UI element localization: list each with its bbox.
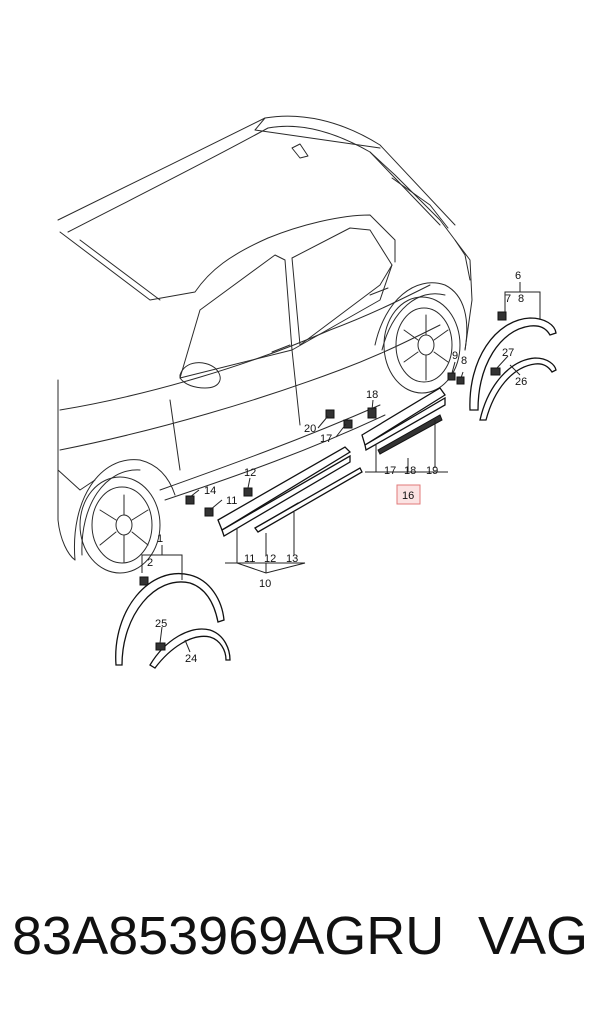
callout-13: 13	[286, 553, 298, 565]
callout-20: 20	[304, 423, 316, 435]
rear-wheel	[383, 296, 461, 394]
callout-16: 16	[402, 490, 414, 502]
car-body	[57, 115, 473, 561]
rear-door-moulding	[361, 387, 446, 455]
callout-11: 11	[244, 553, 255, 565]
callout-12-clip: 12	[244, 467, 256, 479]
front-wheel	[79, 476, 161, 574]
clip-25	[155, 642, 166, 651]
callout-14: 14	[204, 485, 216, 497]
callout-18-clip: 18	[366, 389, 378, 401]
callout-10: 10	[259, 578, 271, 590]
clip-14	[185, 495, 195, 505]
leader-lines	[141, 282, 541, 653]
callout-8: 8	[518, 293, 524, 305]
callout-24: 24	[185, 653, 197, 665]
callout-1: 1	[157, 533, 163, 545]
callout-17-clip: 17	[320, 433, 332, 445]
callout-11-clip: 11	[226, 495, 237, 507]
callout-27: 27	[502, 347, 514, 359]
callout-8-clip: 8	[461, 355, 467, 367]
callout-2: 2	[147, 557, 153, 569]
callout-17: 17	[384, 465, 396, 477]
callout-12: 12	[264, 553, 276, 565]
footer: 83A853969AGRU VAG	[0, 905, 600, 975]
part-number: 83A853969AGRU	[12, 906, 445, 966]
parts-diagram: 1 2 6 7 8 9 8 10 11 11 12 12 13 14 16 17…	[57, 115, 557, 669]
clip-12	[243, 487, 253, 497]
callout-19: 19	[426, 465, 438, 477]
callout-26: 26	[515, 376, 527, 388]
front-arch-trim	[115, 572, 231, 669]
clip-8	[456, 376, 465, 385]
clip-11	[204, 507, 214, 517]
clip-17	[343, 419, 353, 429]
callout-numbers: 1 2 6 7 8 9 8 10 11 11 12 12 13 14 16 17…	[147, 270, 527, 665]
callout-9: 9	[452, 350, 458, 362]
front-door-moulding	[217, 446, 363, 537]
rear-arch-trim	[469, 317, 557, 421]
clip-20	[325, 409, 335, 419]
clip-2	[139, 576, 149, 586]
clip-7	[497, 311, 507, 321]
callout-6: 6	[515, 270, 521, 282]
clip-9	[447, 372, 456, 381]
clip-27	[490, 367, 501, 376]
brand-name: VAG	[477, 906, 588, 966]
callout-25: 25	[155, 618, 167, 630]
callout-7: 7	[505, 293, 511, 305]
callout-18: 18	[404, 465, 416, 477]
callout-16-highlight	[396, 484, 421, 505]
